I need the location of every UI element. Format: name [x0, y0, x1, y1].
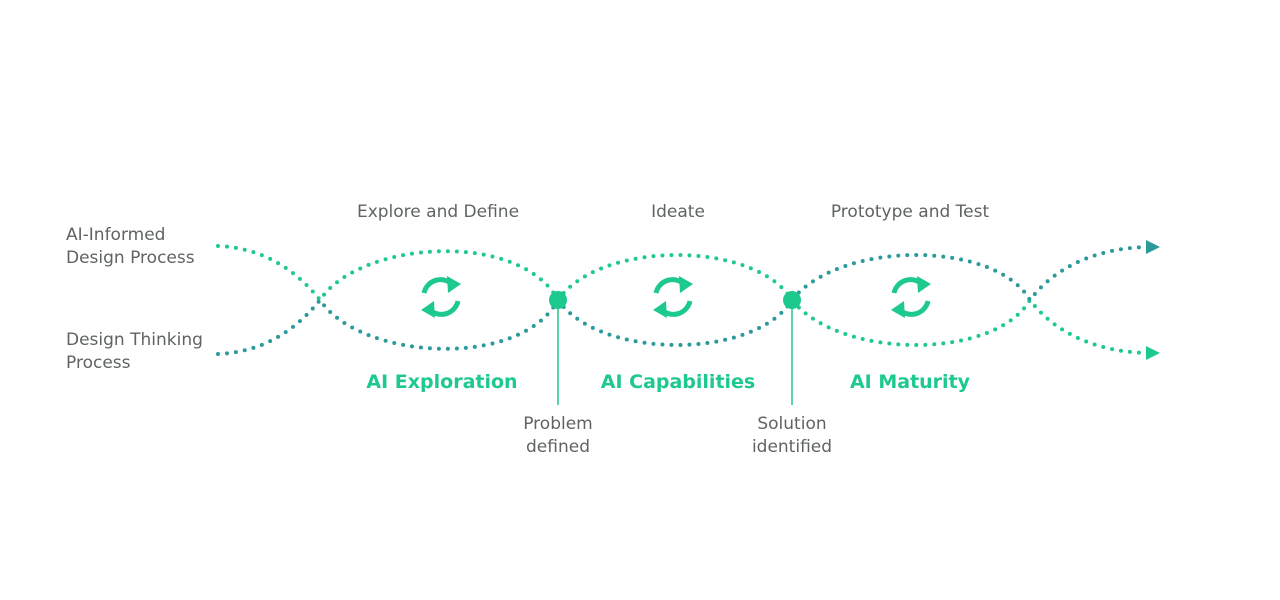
phase-label-explore: Explore and Define [356, 202, 520, 222]
ai-informed-arrow [1146, 346, 1160, 360]
refresh-icon [891, 276, 931, 318]
milestone-label-solution: Solution identified [751, 414, 833, 457]
stage-title-maturity: AI Maturity [849, 371, 971, 393]
milestone-dot-solution [783, 291, 801, 309]
refresh-icon [653, 276, 693, 318]
phase-label-prototype: Prototype and Test [830, 202, 990, 222]
ai-informed-strand [216, 244, 1152, 355]
track-label-design-thinking: Design Thinking Process [66, 330, 203, 373]
design-thinking-arrow [1146, 240, 1160, 254]
design-thinking-strand [216, 245, 1152, 356]
stage-title-capabilities: AI Capabilities [600, 371, 756, 393]
stage-title-exploration: AI Exploration [366, 371, 518, 393]
track-label-ai-informed: AI-Informed Design Process [66, 225, 195, 268]
phase-label-ideate: Ideate [651, 202, 705, 222]
milestone-dot-problem [549, 291, 567, 309]
milestone-label-problem: Problem defined [523, 414, 593, 457]
refresh-icon [421, 276, 461, 318]
